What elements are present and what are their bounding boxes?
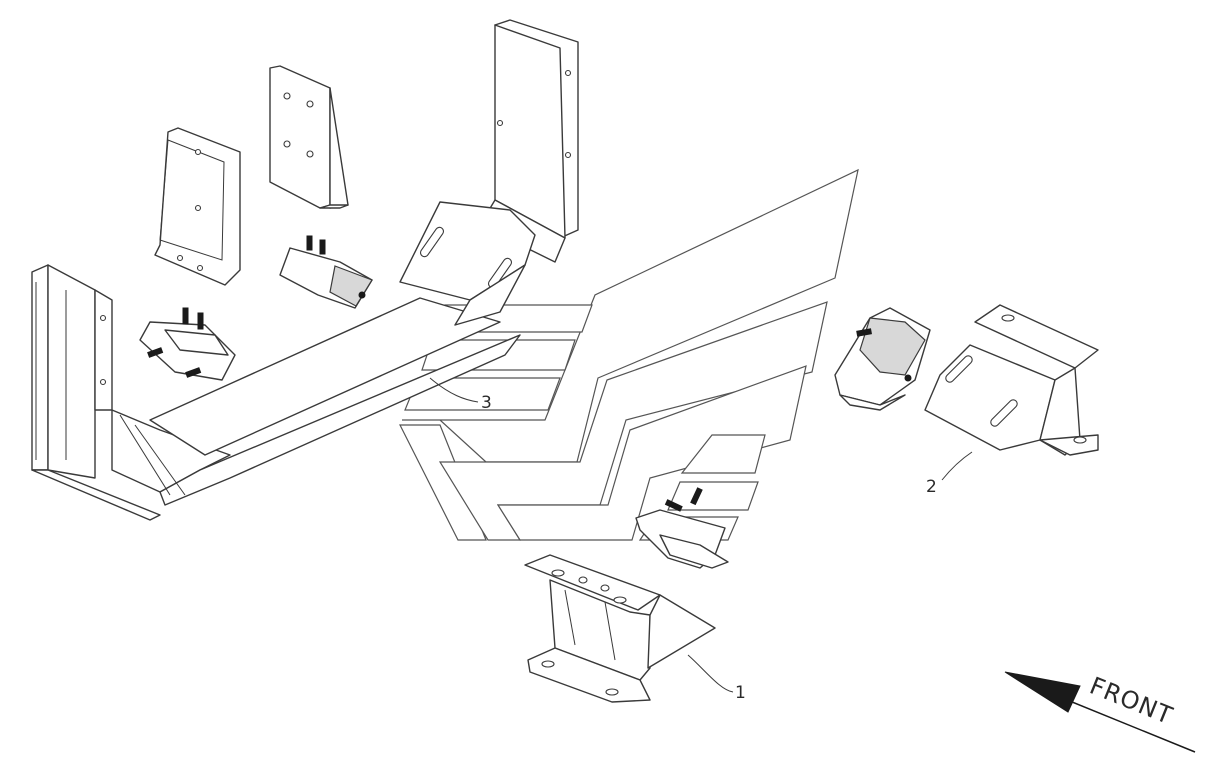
engine-mount-lower [139,307,236,381]
front-direction-arrow [1004,671,1196,753]
callout-label-1: 1 [735,683,746,703]
front-label: FRONT [1086,672,1177,731]
callout-label-2: 2 [926,477,937,497]
arrowhead-icon [1004,671,1081,713]
watermark-logo [399,168,859,541]
tall-rear-bracket [399,19,579,326]
center-mount [635,487,729,569]
plate-bracket-b [154,127,241,286]
callout-leader-1 [687,654,734,693]
callout-leader-3 [429,377,479,403]
engine-mount-upper [279,235,373,309]
right-bracket-part-2 [924,304,1099,456]
callout-label-3: 3 [481,393,492,413]
callout-leader-2 [941,451,973,481]
plate-bracket-a [269,65,349,209]
left-frame-rail [31,264,521,521]
right-mount-rubber [834,307,931,411]
front-bracket-part-1 [524,554,716,703]
